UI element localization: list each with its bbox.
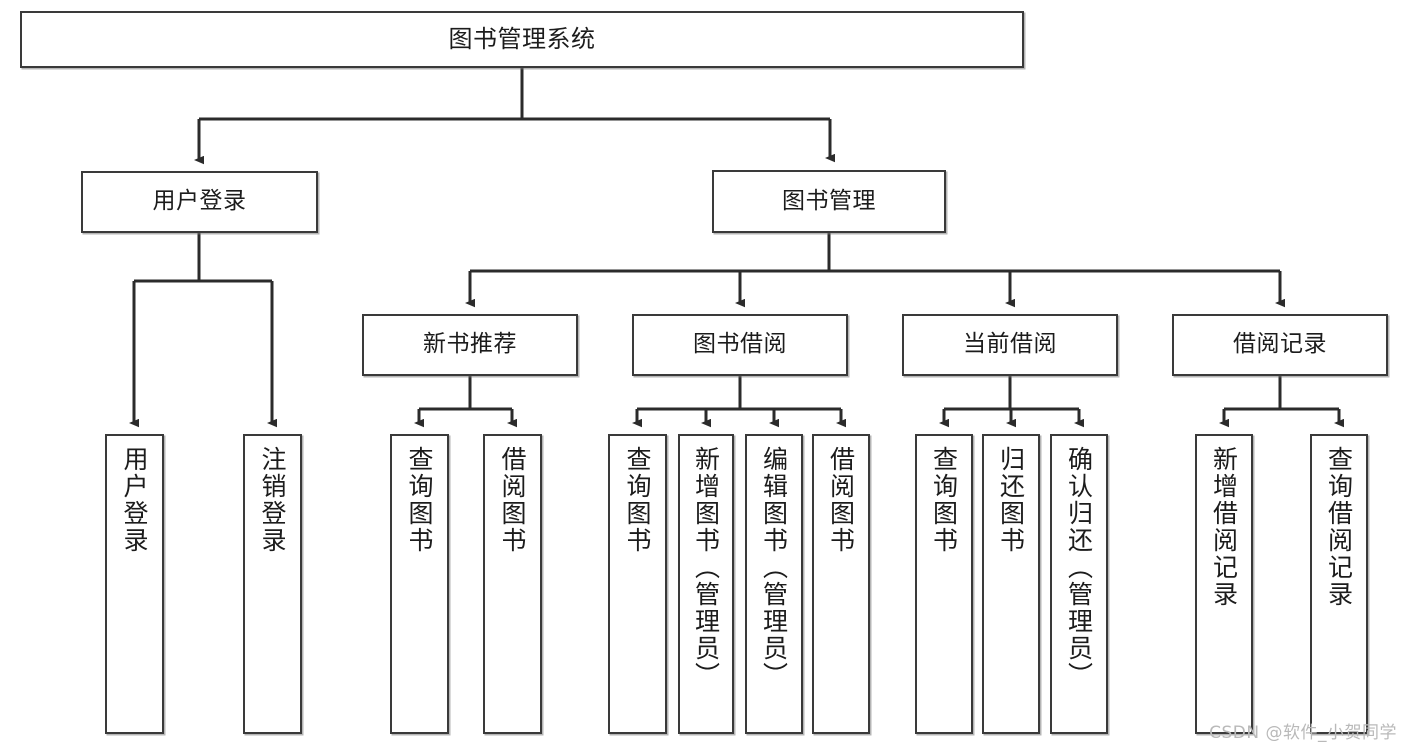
node-leaf-query-record-label: 查询借阅记录 [1324,446,1354,608]
node-leaf-add-book-label: 新增图书（管理员） [691,446,721,689]
node-leaf-borrow-book-1[interactable]: 借阅图书 [483,434,542,734]
node-leaf-query-book-2[interactable]: 查询图书 [608,434,667,734]
node-user-login[interactable]: 用户登录 [81,171,318,233]
node-current-borrow-label: 当前借阅 [963,331,1057,358]
node-borrow-record[interactable]: 借阅记录 [1172,314,1388,376]
node-leaf-edit-book-label: 编辑图书（管理员） [759,446,789,689]
node-leaf-borrow-book-2[interactable]: 借阅图书 [812,434,870,734]
node-leaf-query-book-1[interactable]: 查询图书 [390,434,449,734]
node-leaf-query-record[interactable]: 查询借阅记录 [1310,434,1368,734]
node-book-manage[interactable]: 图书管理 [712,170,946,233]
node-current-borrow[interactable]: 当前借阅 [902,314,1118,376]
node-new-book-recommend-label: 新书推荐 [423,331,517,358]
node-leaf-query-book-1-label: 查询图书 [405,446,434,554]
node-leaf-logout[interactable]: 注销登录 [243,434,302,734]
node-leaf-add-book[interactable]: 新增图书（管理员） [678,434,734,734]
node-book-borrow[interactable]: 图书借阅 [632,314,848,376]
node-leaf-return-book[interactable]: 归还图书 [982,434,1040,734]
node-leaf-query-book-3[interactable]: 查询图书 [915,434,973,734]
node-leaf-borrow-book-2-label: 借阅图书 [826,446,856,554]
node-leaf-user-login-label: 用户登录 [120,446,149,554]
node-leaf-return-book-label: 归还图书 [996,446,1026,554]
node-leaf-logout-label: 注销登录 [258,446,287,554]
node-leaf-add-record[interactable]: 新增借阅记录 [1195,434,1253,734]
node-leaf-confirm-return[interactable]: 确认归还（管理员） [1050,434,1108,734]
node-leaf-query-book-3-label: 查询图书 [929,446,959,554]
node-leaf-query-book-2-label: 查询图书 [623,446,652,554]
node-book-borrow-label: 图书借阅 [693,331,787,358]
node-user-login-label: 用户登录 [152,188,247,215]
node-book-manage-label: 图书管理 [782,187,876,214]
node-leaf-edit-book[interactable]: 编辑图书（管理员） [745,434,803,734]
node-borrow-record-label: 借阅记录 [1233,331,1327,358]
node-leaf-confirm-return-label: 确认归还（管理员） [1064,446,1094,689]
node-leaf-user-login[interactable]: 用户登录 [105,434,164,734]
node-leaf-borrow-book-1-label: 借阅图书 [498,446,527,554]
node-root[interactable]: 图书管理系统 [20,11,1024,68]
watermark: CSDN @软件_小贺同学 [1209,723,1397,743]
node-leaf-add-record-label: 新增借阅记录 [1209,446,1239,608]
node-new-book-recommend[interactable]: 新书推荐 [362,314,578,376]
node-root-label: 图书管理系统 [448,25,596,54]
